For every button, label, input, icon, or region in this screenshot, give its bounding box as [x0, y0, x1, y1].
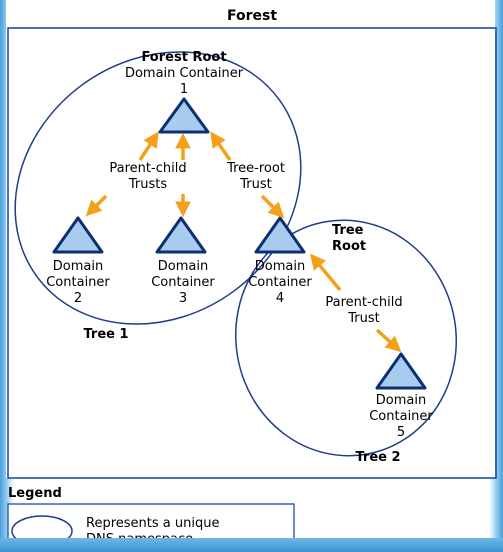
dc5-label-line3: 5 [397, 425, 405, 440]
dc4-label-line2: Container [248, 275, 312, 290]
dc3-label-line3: 3 [179, 291, 187, 306]
forest-title: Forest [227, 8, 277, 24]
trust-arrows [85, 131, 402, 353]
dc2-label-line1: Domain [53, 259, 103, 274]
tree-root-label-line1: Tree [332, 223, 364, 238]
dc2-label-line2: Container [46, 275, 110, 290]
dc3-label-line2: Container [151, 275, 215, 290]
tree-root-trust-label-line1: Tree-root [226, 161, 285, 176]
dc5-label-line1: Domain [376, 393, 426, 408]
forest-root-heading: Forest Root [141, 50, 226, 65]
legend-box [7, 503, 295, 545]
bottom-bar [0, 538, 503, 552]
pc-trusts-label-line1: Parent-child [109, 161, 186, 176]
tree-root-trust-label-line2: Trust [239, 177, 271, 192]
dc3-label-line1: Domain [158, 259, 208, 274]
tree2-label: Tree 2 [355, 450, 400, 465]
arrow-pc-to-dc2 [85, 194, 108, 217]
arrow-tree-root-to-root [210, 131, 232, 161]
arrow-tree-root-to-dc4 [260, 194, 285, 219]
arrow-pc-to-dc5 [375, 328, 402, 353]
root-label-line1: Domain Container [125, 66, 244, 81]
dc2-label-line3: 2 [74, 291, 82, 306]
domain-container-3-icon [155, 216, 207, 254]
tree-root-label-line2: Root [332, 239, 366, 254]
dc4-label-line1: Domain [255, 259, 305, 274]
domain-container-4-icon [254, 216, 306, 254]
legend-heading: Legend [8, 486, 62, 501]
arrow-pc-to-root-left [138, 131, 159, 161]
forest-border [7, 27, 497, 479]
root-label-line2: 1 [180, 82, 188, 97]
tree1-namespace-ellipse [14, 51, 302, 325]
dc4-label-line3: 4 [276, 291, 284, 306]
pc-trusts-label-line2: Trusts [128, 177, 167, 192]
pc-trust-label-line2: Trust [347, 311, 379, 326]
domain-container-1-icon [158, 97, 210, 134]
arrow-pc-to-dc4 [309, 253, 342, 292]
tree1-label: Tree 1 [83, 327, 128, 342]
domain-container-5-icon [375, 352, 427, 390]
tree2-namespace-ellipse [235, 219, 457, 457]
pc-trust-label-line1: Parent-child [325, 295, 402, 310]
domain-container-2-icon [52, 216, 104, 254]
dc5-label-line2: Container [369, 409, 433, 424]
legend-text-line1: Represents a unique [86, 516, 219, 531]
